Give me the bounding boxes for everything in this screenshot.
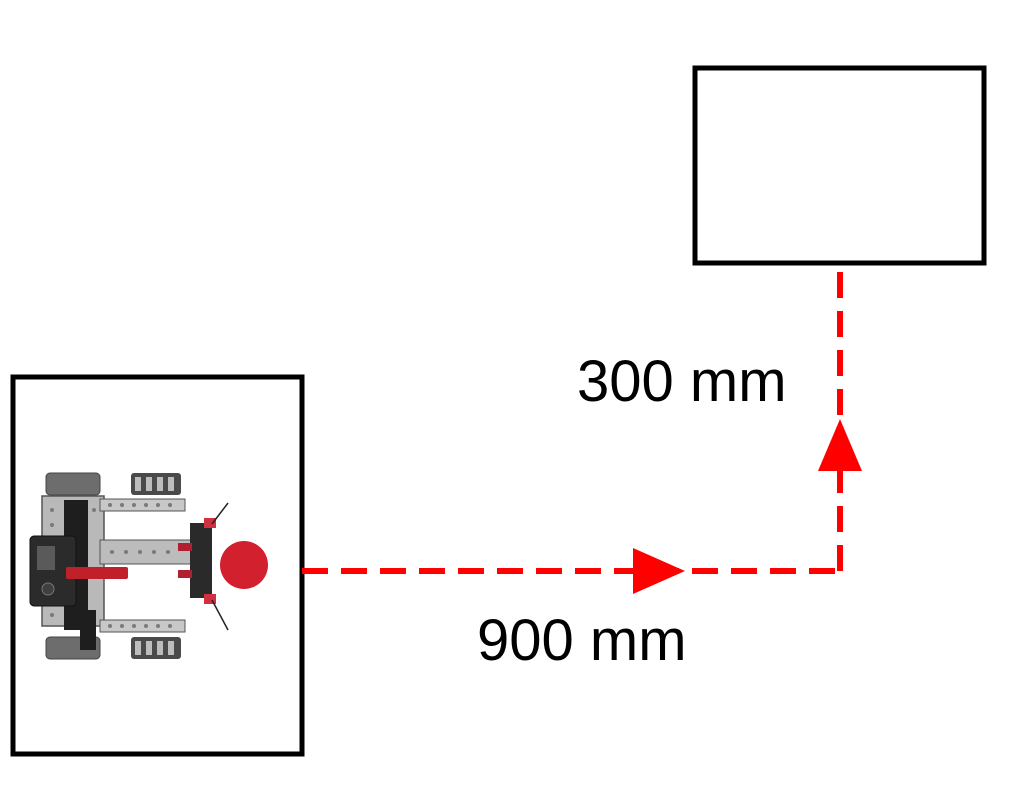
arrow-right-icon xyxy=(633,548,685,594)
robot-top-view-icon xyxy=(29,472,229,660)
arrow-up-icon xyxy=(818,419,862,471)
start-zone-box xyxy=(10,374,305,757)
ball-icon xyxy=(220,541,268,589)
target-zone-box xyxy=(692,65,987,266)
horizontal-distance-label: 900 mm xyxy=(477,608,687,673)
vertical-distance-label: 300 mm xyxy=(577,349,787,414)
